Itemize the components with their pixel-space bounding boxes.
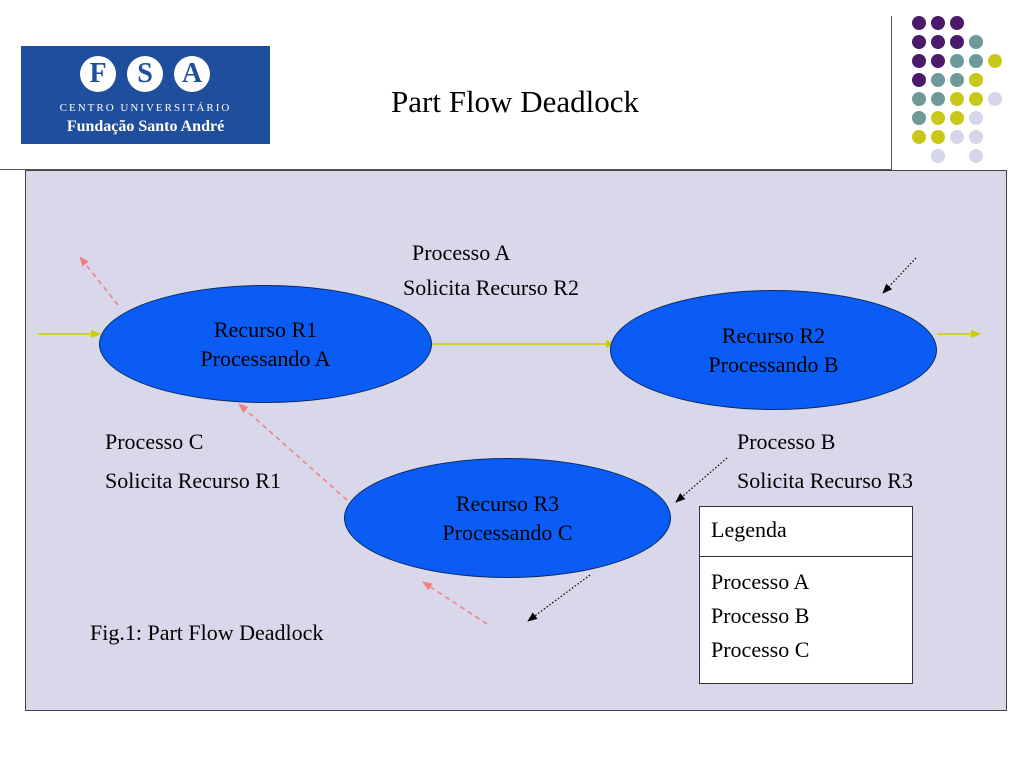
process-a-label: Processo A [412, 240, 511, 265]
arrow-b-r2-r3 [675, 457, 728, 503]
process-b-request: Solicita Recurso R3 [737, 468, 913, 493]
dot [931, 149, 945, 163]
resource-r2: Recurso R2 Processando B [610, 290, 937, 410]
dot [912, 111, 926, 125]
dot [969, 130, 983, 144]
dot [950, 16, 964, 30]
legend-box: Legenda Processo A Processo B Processo C [699, 506, 913, 684]
resource-r1-status: Processando A [200, 346, 331, 371]
dot [931, 73, 945, 87]
dot [931, 35, 945, 49]
logo-line-2: Fundação Santo André [66, 118, 225, 135]
process-c-request: Solicita Recurso R1 [105, 468, 281, 493]
resource-r2-name: Recurso R2 [721, 323, 826, 348]
arrow-b-out [527, 574, 591, 622]
logo-letter-s: S [127, 56, 163, 92]
process-a-request: Solicita Recurso R2 [403, 275, 579, 300]
fsa-logo: F S A CENTRO UNIVERSITÁRIO Fundação Sant… [21, 46, 270, 144]
arrow-c-in [422, 581, 488, 625]
dot [950, 130, 964, 144]
dot [912, 130, 926, 144]
dot [988, 92, 1002, 106]
dot [969, 73, 983, 87]
dot [912, 16, 926, 30]
resource-r3: Recurso R3 Processando C [344, 458, 671, 578]
dot [950, 92, 964, 106]
dot [931, 54, 945, 68]
dot [912, 73, 926, 87]
slide-title: Part Flow Deadlock [391, 84, 639, 119]
legend-header: Legenda [700, 507, 912, 557]
legend-title: Legenda [711, 517, 787, 542]
logo-letter-f: F [80, 56, 116, 92]
dot [950, 111, 964, 125]
dot [969, 149, 983, 163]
resource-r1-name: Recurso R1 [213, 317, 318, 342]
dot [950, 73, 964, 87]
dot [912, 35, 926, 49]
dot [969, 35, 983, 49]
dot [931, 130, 945, 144]
dot [931, 92, 945, 106]
figure-caption: Fig.1: Part Flow Deadlock [90, 620, 324, 645]
dot [988, 54, 1002, 68]
dot [969, 54, 983, 68]
dot [950, 35, 964, 49]
dot [931, 111, 945, 125]
resource-r1: Recurso R1 Processando A [99, 285, 432, 403]
dot [969, 111, 983, 125]
resource-r3-status: Processando C [442, 520, 573, 545]
dot [912, 54, 926, 68]
legend-item-process-b: Processo B [711, 603, 810, 628]
dot [969, 92, 983, 106]
arrow-c-out [79, 256, 119, 306]
legend-item-process-a: Processo A [711, 569, 810, 594]
process-b-label: Processo B [737, 429, 836, 454]
arrow-c-r3-r1 [238, 403, 348, 501]
resource-r3-name: Recurso R3 [455, 491, 560, 516]
dot [912, 92, 926, 106]
dot [950, 54, 964, 68]
legend-item-process-c: Processo C [711, 637, 810, 662]
resource-r2-status: Processando B [708, 352, 839, 377]
header-vertical-divider [891, 16, 892, 170]
process-c-label: Processo C [105, 429, 204, 454]
logo-line-1: CENTRO UNIVERSITÁRIO [59, 102, 232, 114]
header-horizontal-divider [0, 169, 892, 170]
arrow-b-in [882, 257, 917, 294]
logo-letter-a: A [174, 56, 210, 92]
dot [931, 16, 945, 30]
